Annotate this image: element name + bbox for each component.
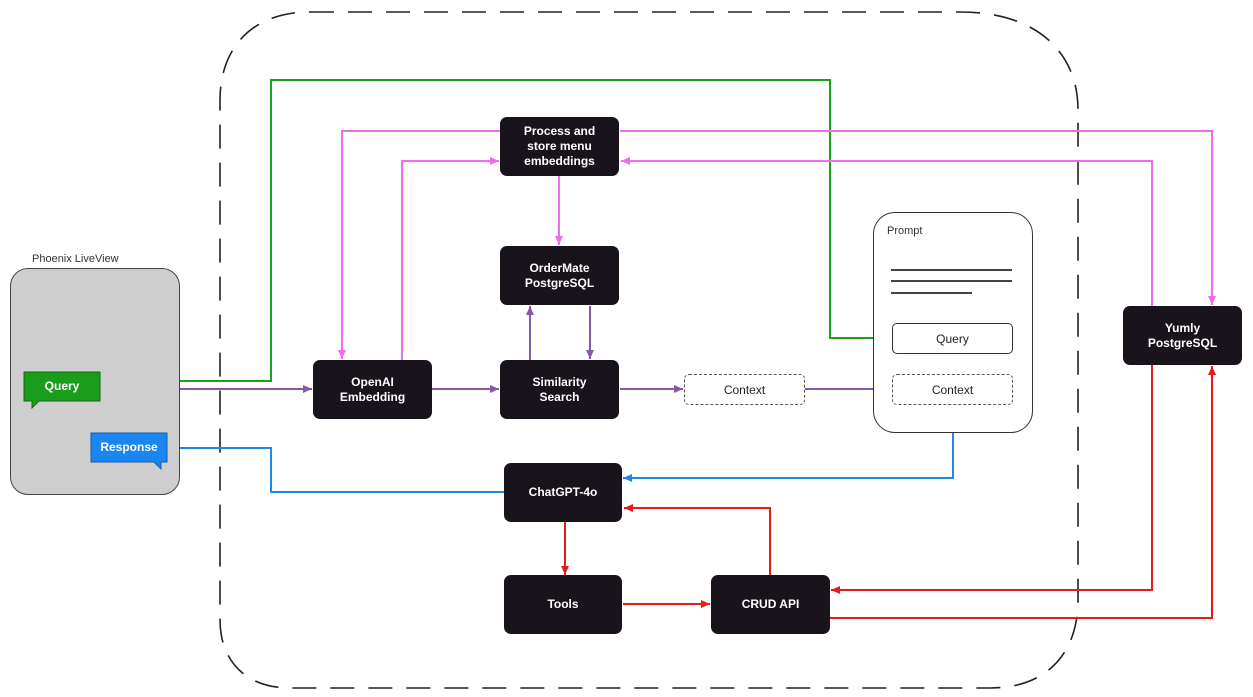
chatgpt-to-response-connector (169, 444, 504, 493)
query-bubble-label: Query (45, 379, 80, 393)
yumly-to-process-connector (621, 157, 1153, 306)
context-node: Context (684, 374, 805, 405)
crud-to-chatgpt-connector (624, 504, 771, 575)
ordermate-db-label: OrderMate PostgreSQL (524, 260, 595, 290)
tools-node: Tools (504, 575, 622, 634)
embedding-to-process-connector (401, 157, 499, 360)
process-to-yumly-connector (620, 130, 1216, 305)
similarity-search-node: Similarity Search (500, 360, 619, 419)
crud-api-node: CRUD API (711, 575, 830, 634)
openai-embedding-node: OpenAI Embedding (313, 360, 432, 419)
prompt-query-label: Query (936, 331, 969, 346)
query-bubble: Query (23, 371, 101, 409)
query-to-prompt-connector (101, 79, 891, 382)
prompt-context-label: Context (931, 382, 974, 397)
yumly-to-crud-connector (831, 365, 1153, 594)
prompt-context-slot: Context (892, 374, 1013, 405)
tools-label: Tools (547, 597, 579, 611)
chatgpt-label: ChatGPT-4o (528, 485, 598, 499)
crud-to-yumly-connector (830, 366, 1216, 619)
prompt-title: Prompt (887, 225, 923, 237)
process-store-node: Process and store menu embeddings (500, 117, 619, 176)
process-store-label: Process and store menu embeddings (523, 124, 596, 168)
prompt-text-line (891, 269, 1012, 271)
chatgpt-node: ChatGPT-4o (504, 463, 622, 522)
system-boundary (219, 11, 1079, 689)
response-bubble: Response (90, 432, 168, 470)
process-to-embedding-connector (338, 130, 500, 359)
prompt-text-line (891, 292, 972, 294)
context-label: Context (723, 382, 766, 397)
response-bubble-label: Response (100, 440, 158, 454)
liveview-title: Phoenix LiveView (32, 253, 119, 265)
ordermate-db-node: OrderMate PostgreSQL (500, 246, 619, 305)
similarity-search-label: Similarity Search (532, 374, 587, 404)
yumly-db-node: Yumly PostgreSQL (1123, 306, 1242, 365)
prompt-to-chatgpt-connector (623, 433, 954, 482)
crud-api-label: CRUD API (741, 597, 800, 611)
prompt-text-line (891, 280, 1012, 282)
yumly-db-label: Yumly PostgreSQL (1147, 320, 1218, 350)
openai-embedding-label: OpenAI Embedding (339, 374, 406, 404)
prompt-query-slot: Query (892, 323, 1013, 354)
